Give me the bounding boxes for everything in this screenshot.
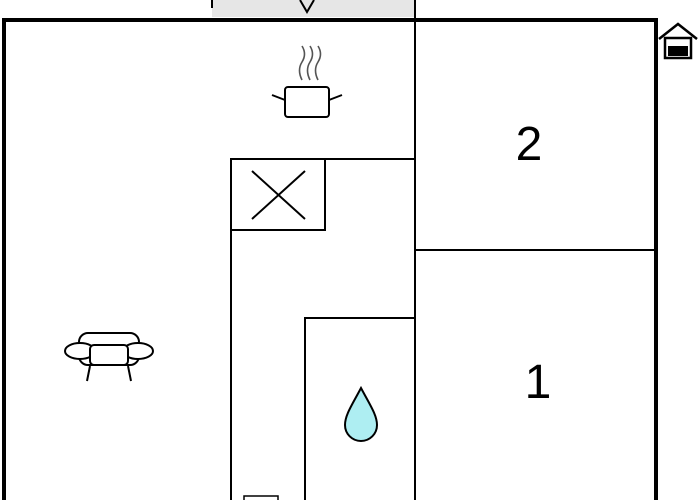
- entrance-arrow: [299, 0, 315, 14]
- crossed-box-icon: [230, 158, 326, 231]
- water-drop-icon: [343, 385, 379, 442]
- wall-hall: [230, 158, 415, 500]
- small-fixture: [243, 495, 279, 500]
- cooking-pot-icon: [271, 45, 343, 118]
- entrance-area: [212, 0, 415, 17]
- house-entrance-icon: [658, 22, 698, 60]
- sofa-icon: [64, 332, 154, 382]
- outer-wall: [2, 18, 658, 500]
- room-number-1: 1: [525, 356, 552, 409]
- room-number-2: 2: [516, 118, 543, 171]
- wall-bathroom: [304, 317, 415, 500]
